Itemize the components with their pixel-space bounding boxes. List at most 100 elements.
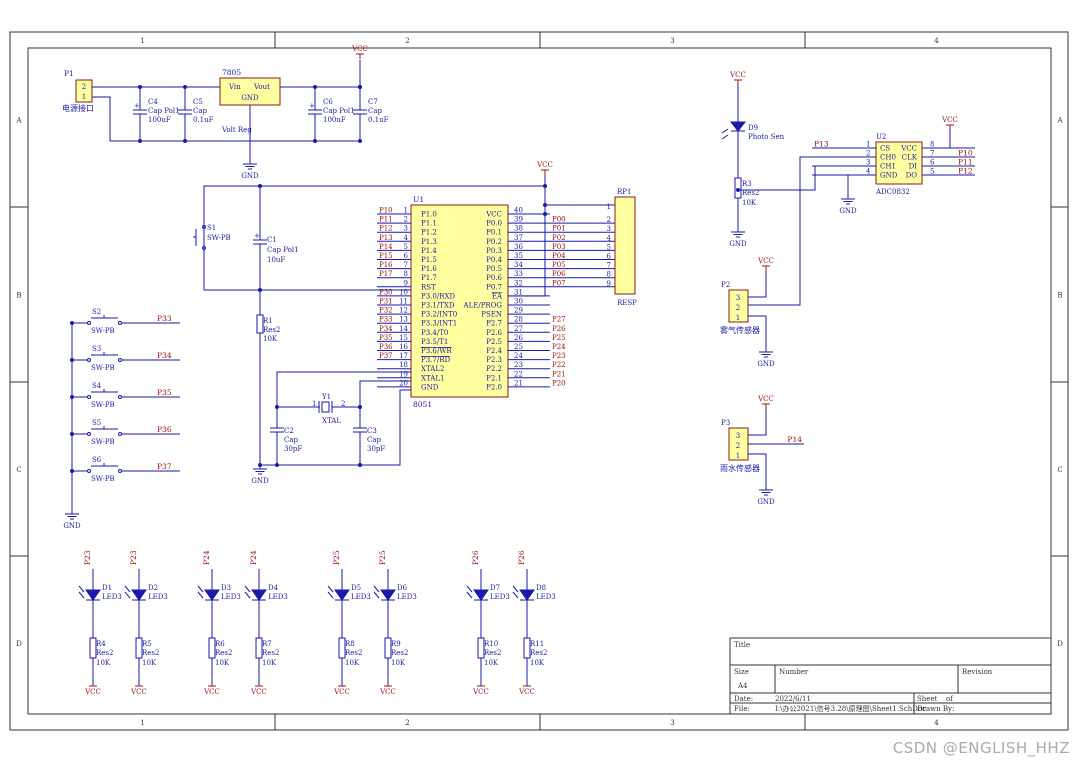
r1-ref: R1 <box>263 317 273 325</box>
size-value: A4 <box>737 682 748 690</box>
gnd-label: GND <box>757 360 775 368</box>
pin-name: P3.3/INT1 <box>421 320 457 328</box>
pin-number: 23 <box>514 361 523 369</box>
resistor-type: Res2 <box>530 649 547 657</box>
led-symbol <box>519 589 535 601</box>
resistor-ref: R6 <box>215 640 225 648</box>
wire <box>92 96 360 142</box>
led-type: LED3 <box>397 593 417 601</box>
junction-dot <box>358 85 362 89</box>
net-label: P25 <box>332 550 341 565</box>
net-label: P10 <box>379 207 393 215</box>
mcu-name: 8051 <box>413 400 432 409</box>
button-ref: S3 <box>92 345 101 353</box>
resistor-value: 10K <box>345 659 360 667</box>
pin-name: ALE/PROG <box>463 302 503 310</box>
pin-name: P0.3 <box>486 247 502 255</box>
pin-name: P1.4 <box>421 247 437 255</box>
pin-name: P3.6/WR <box>421 347 452 355</box>
junction-dot <box>543 184 547 188</box>
net-label: P13 <box>379 234 393 242</box>
cap-ref: C5 <box>193 98 203 106</box>
polarity-mark: + <box>309 102 315 110</box>
junction-dot <box>313 85 317 89</box>
title-label: Title <box>734 641 750 649</box>
pin-name: P1.1 <box>421 220 437 228</box>
pin-number: 1 <box>312 400 316 408</box>
net-label: P24 <box>249 550 258 565</box>
pin-number: 8 <box>607 271 611 279</box>
pin-number: 31 <box>514 288 523 296</box>
pin-number: 1 <box>736 314 740 322</box>
pin-number: 2 <box>404 216 408 224</box>
vcc-label: VCC <box>518 688 535 696</box>
junction-dot <box>183 85 187 89</box>
vcc-label: VCC <box>472 688 489 696</box>
pin-name: PSEN <box>481 311 502 319</box>
pin-name: P3.4/T0 <box>421 329 448 337</box>
junction-dot <box>70 395 74 399</box>
pin-name: P3.2/INT0 <box>421 311 457 319</box>
switch-contact <box>118 469 122 473</box>
cap-type: Cap <box>193 107 208 115</box>
net-label: P13 <box>814 140 829 149</box>
wire <box>748 315 767 348</box>
net-label: P11 <box>958 158 973 167</box>
vcc-label: VCC <box>250 688 267 696</box>
led-symbol <box>380 589 396 601</box>
switch-contact <box>87 395 91 399</box>
connector-label: 雨水传感器 <box>720 463 760 473</box>
wire <box>359 380 411 407</box>
led-ref: D2 <box>148 584 158 592</box>
pin-number: 2 <box>607 216 611 224</box>
cap-value: 0.1uF <box>368 116 389 124</box>
switch-contact <box>87 469 91 473</box>
button-ref: S2 <box>92 308 101 316</box>
net-label: P36 <box>379 343 393 351</box>
row-label: D <box>16 640 22 648</box>
net-label: P16 <box>379 261 393 269</box>
net-label: P12 <box>379 225 393 233</box>
switch-contact <box>87 432 91 436</box>
net-label: P04 <box>552 252 566 260</box>
resistor-type: Res2 <box>484 649 501 657</box>
c1-ref: C1 <box>267 236 277 244</box>
row-label: B <box>16 292 21 300</box>
net-label: P01 <box>552 225 566 233</box>
pin-number: 7 <box>930 150 934 158</box>
wire <box>78 591 85 599</box>
column-label: 1 <box>140 37 144 45</box>
vcc-label: VCC <box>941 116 958 124</box>
switch-contact <box>87 321 91 325</box>
pin-name: RST <box>421 283 436 291</box>
switch-contact <box>202 225 206 229</box>
pin-name: Vin <box>228 83 241 91</box>
net-label: P00 <box>552 216 566 224</box>
led-symbol <box>204 589 220 601</box>
led-ref: D6 <box>397 584 408 592</box>
pin-name: P1.3 <box>421 238 437 246</box>
pin-name: P1.5 <box>421 256 437 264</box>
r1-value: 10K <box>263 335 278 343</box>
pin-name: P1.0 <box>421 211 437 219</box>
wire <box>78 585 85 593</box>
vcc-label: VCC <box>84 688 101 696</box>
resistor-type: Res2 <box>391 649 408 657</box>
cap-value: 100uF <box>148 116 171 124</box>
ref-p1: P1 <box>64 69 74 78</box>
junction-dot <box>358 139 362 143</box>
pin-name: EA <box>492 292 503 300</box>
pin-number: 27 <box>514 325 523 333</box>
row-label: A <box>15 117 22 125</box>
resistor-ref: R5 <box>142 640 152 648</box>
pin-number: 3 <box>736 432 740 440</box>
adc-body <box>875 141 923 185</box>
junction-dot <box>258 288 262 292</box>
pin-name: P0.7 <box>486 283 502 291</box>
rp1-body <box>614 196 636 295</box>
pin-name: P3.5/T1 <box>421 338 448 346</box>
